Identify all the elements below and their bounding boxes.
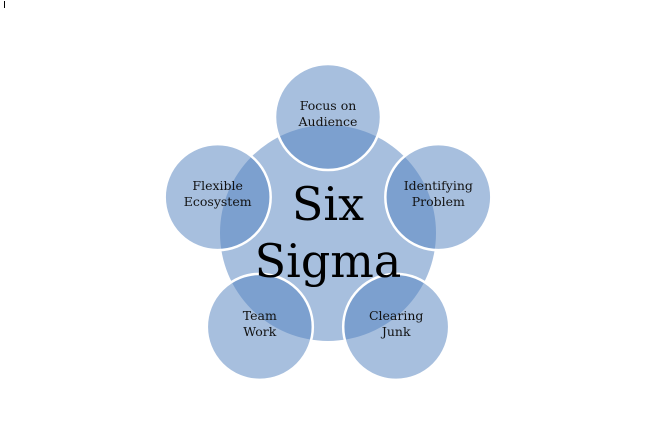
- node-label-flexible-ecosystem-line-1: Flexible: [192, 178, 243, 193]
- text-cursor: [4, 1, 5, 8]
- node-label-identifying-problem-line-1: Identifying: [404, 178, 473, 193]
- overlap-identifying-problem: [385, 144, 436, 251]
- overlap-flexible-ecosystem: [220, 144, 271, 251]
- center-label-line-2: Sigma: [255, 234, 402, 288]
- node-outline-flexible-ecosystem: [163, 142, 272, 252]
- node-outline-identifying-problem: [384, 142, 493, 252]
- node-label-clearing-junk-line-2: Junk: [380, 324, 411, 339]
- node-outline-clearing-junk: [341, 272, 451, 382]
- node-outline-team-work: [205, 272, 315, 382]
- node-label-identifying-problem-line-2: Problem: [412, 194, 465, 209]
- node-label-clearing-junk-line-1: Clearing: [369, 308, 423, 323]
- node-label-team-work-line-2: Work: [243, 324, 277, 339]
- node-label-focus-on-audience-line-1: Focus on: [300, 98, 357, 113]
- overlap-focus-on-audience: [275, 125, 381, 170]
- node-outline-focus-on-audience: [273, 62, 383, 172]
- node-label-flexible-ecosystem-line-2: Ecosystem: [184, 194, 252, 209]
- node-label-focus-on-audience-line-2: Audience: [298, 114, 358, 129]
- node-label-team-work-line-1: Team: [243, 308, 277, 323]
- center-label-line-1: Six: [292, 177, 364, 231]
